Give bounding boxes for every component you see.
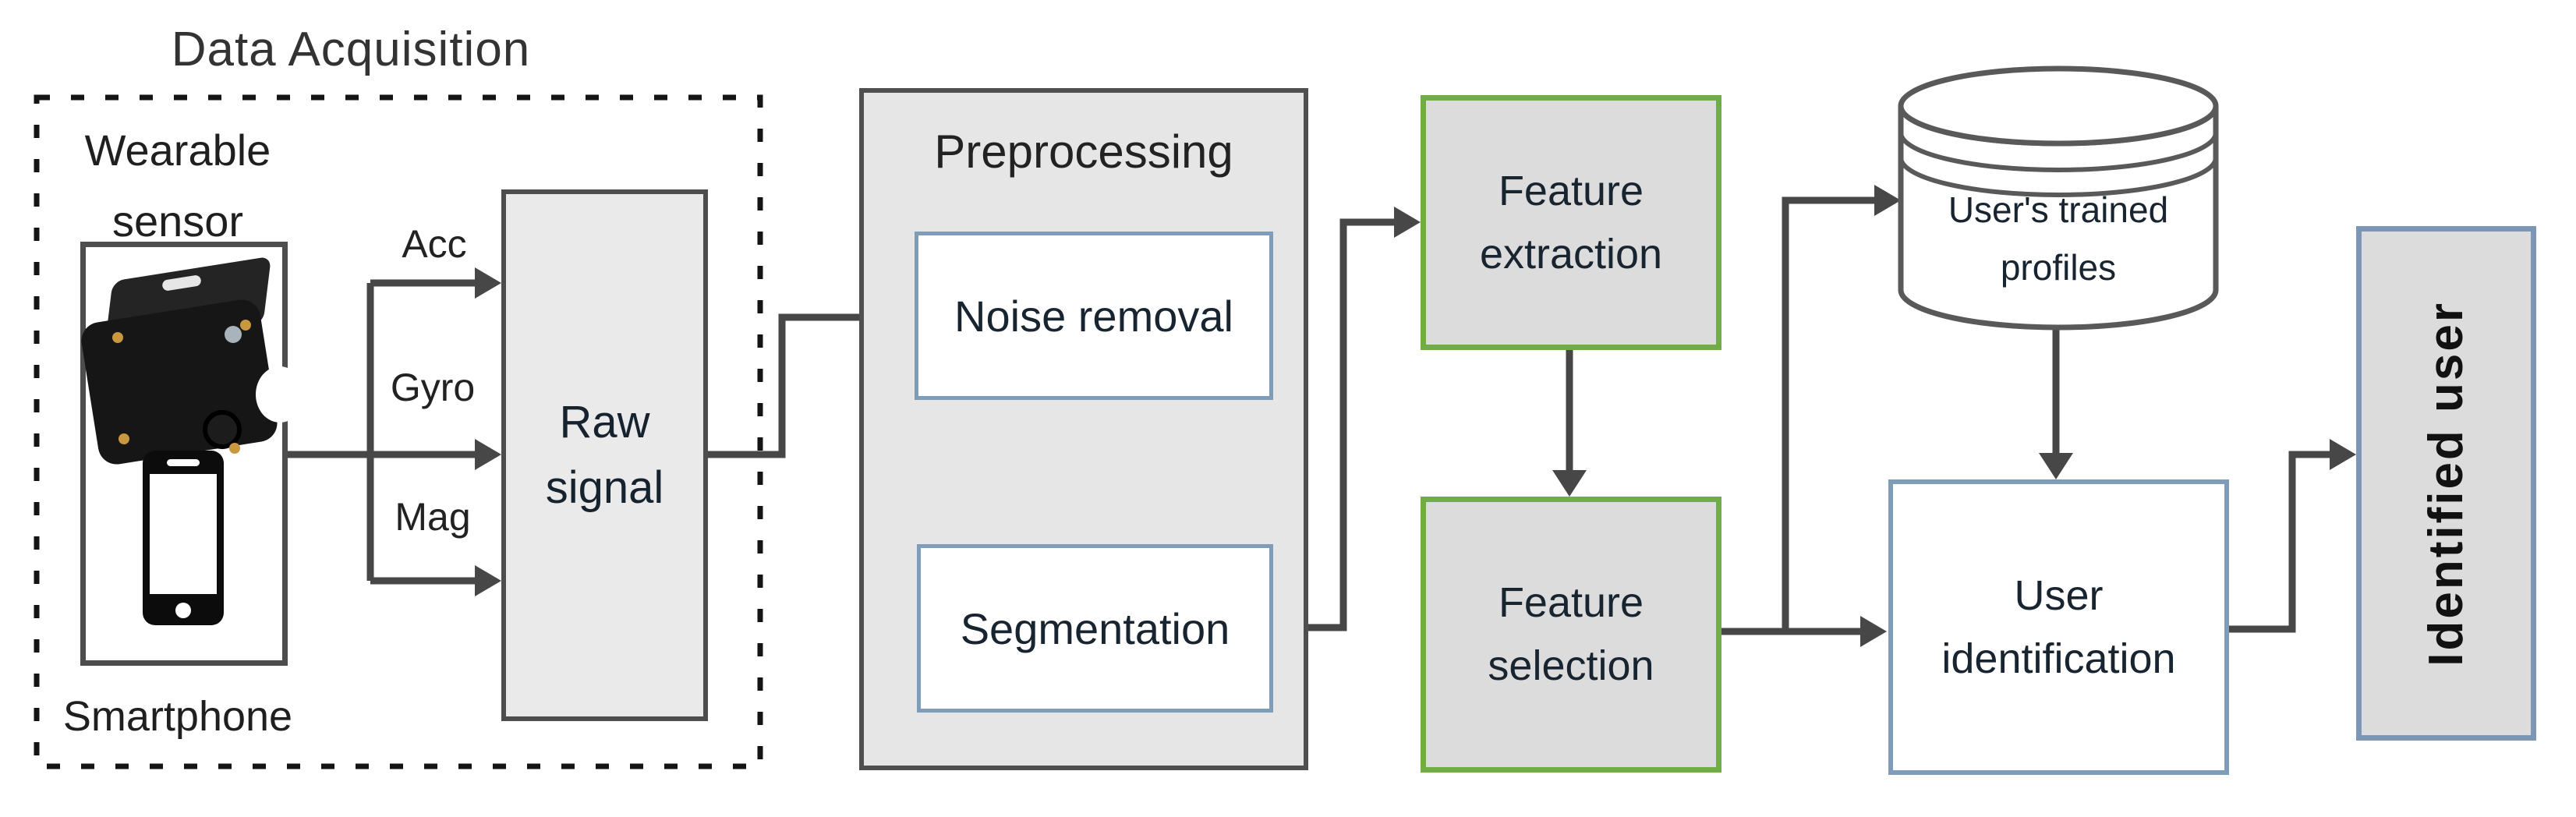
sensor-screw [229,443,240,454]
identified-user-box: Identified user [2356,226,2536,741]
sensor-screw [112,332,123,343]
identified-user-label: Identified user [2419,300,2473,667]
smartphone-label: Smartphone [62,693,293,740]
signal-label-gyro: Gyro [390,366,476,409]
feature-extraction-box: Feature extraction [1421,95,1721,350]
wire-identification-to-output [2228,451,2330,633]
user-identification-box: User identification [1888,479,2229,775]
sensor-notch [256,366,304,423]
sensor-button [203,410,242,449]
phone-home-button [175,603,191,618]
arrowheads [475,185,2356,647]
trained-profiles-label: User's trained profiles [1948,189,2169,288]
preprocessing-title: Preprocessing [934,126,1233,178]
wire-rawsignal-to-noiseremoval [708,313,889,458]
wearable-sensor-label: Wearable sensor [84,126,271,246]
sensor-screw [119,433,129,444]
smartphone-icon [143,451,224,625]
sensor-led [225,326,242,343]
phone-speaker [167,459,200,466]
noise-removal-box: Noise removal [915,232,1273,400]
signal-label-mag: Mag [395,495,471,539]
segmentation-box: Segmentation [917,544,1273,713]
data-acquisition-title: Data Acquisition [171,23,531,76]
data-acquisition-dashed-border [34,94,763,769]
wearable-sensor-photo [79,256,304,522]
feature-selection-box: Feature selection [1421,497,1721,773]
raw-signal-box: Raw signal [501,189,708,721]
sensor-screw [240,320,251,331]
database-cylinder-icon [1898,65,2219,331]
signal-label-acc: Acc [402,222,467,266]
wire-selection-to-profiles [1782,196,1875,631]
phone-screen [150,474,217,594]
